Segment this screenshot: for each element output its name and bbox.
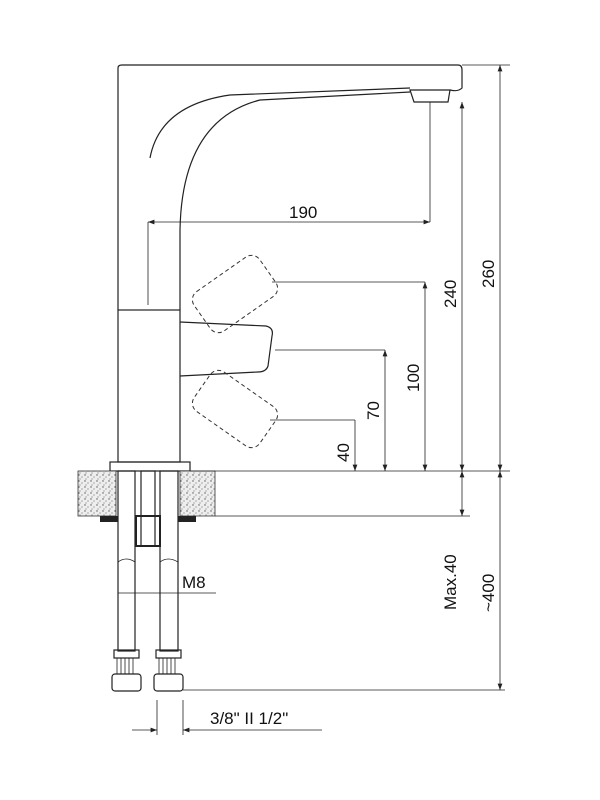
faucet-body bbox=[109, 64, 463, 472]
hoses bbox=[111, 470, 184, 692]
dim-400: ~400 bbox=[479, 574, 498, 612]
handle bbox=[179, 321, 273, 377]
countertop bbox=[77, 470, 216, 522]
dim-190: 190 bbox=[289, 203, 317, 222]
dimension-lines bbox=[118, 64, 510, 735]
dim-260: 260 bbox=[479, 260, 498, 288]
handle-ghost-positions bbox=[191, 254, 279, 449]
dim-m8: M8 bbox=[182, 573, 206, 592]
dim-100: 100 bbox=[404, 364, 423, 392]
dim-40: 40 bbox=[334, 443, 353, 462]
dim-connection: 3/8" II 1/2" bbox=[210, 709, 288, 728]
dim-max-40: Max.40 bbox=[441, 554, 460, 610]
dim-240: 240 bbox=[441, 280, 460, 308]
dim-70: 70 bbox=[364, 401, 383, 420]
